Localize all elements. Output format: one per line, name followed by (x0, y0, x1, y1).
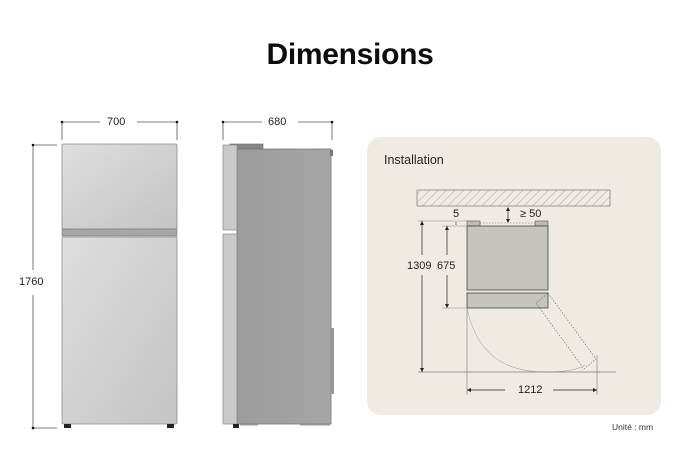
top-clearance-label: ≥ 50 (520, 208, 542, 220)
side-clearance-label: 5 (453, 208, 460, 220)
height-dimension-label: 1760 (16, 276, 47, 288)
freezer-door-edge (222, 144, 238, 231)
depth-dimension-label: 680 (265, 116, 290, 128)
door-handle-strip (61, 228, 178, 237)
fridge-door-edge (222, 233, 238, 425)
wall (416, 189, 611, 207)
fridge-top-view (466, 225, 549, 291)
foot (167, 424, 174, 428)
unit-label: Unité : mm (612, 422, 654, 432)
installation-diagram (416, 189, 616, 395)
door-open-outline (535, 292, 597, 370)
side-view (221, 120, 334, 428)
door-swing-arc (466, 307, 586, 373)
door-open-depth-label: 1212 (515, 384, 546, 396)
installation-title: Installation (384, 153, 444, 167)
fridge-door (61, 236, 178, 425)
upper-height-label: 675 (434, 260, 459, 272)
total-height-label: 1309 (404, 260, 435, 272)
freezer-door (61, 143, 178, 230)
page-title: Dimensions (266, 38, 434, 71)
foot (64, 424, 71, 428)
door-closed (466, 292, 549, 309)
front-view (31, 120, 179, 430)
fridge-body-side (236, 148, 332, 425)
width-dimension-label: 700 (104, 116, 129, 128)
